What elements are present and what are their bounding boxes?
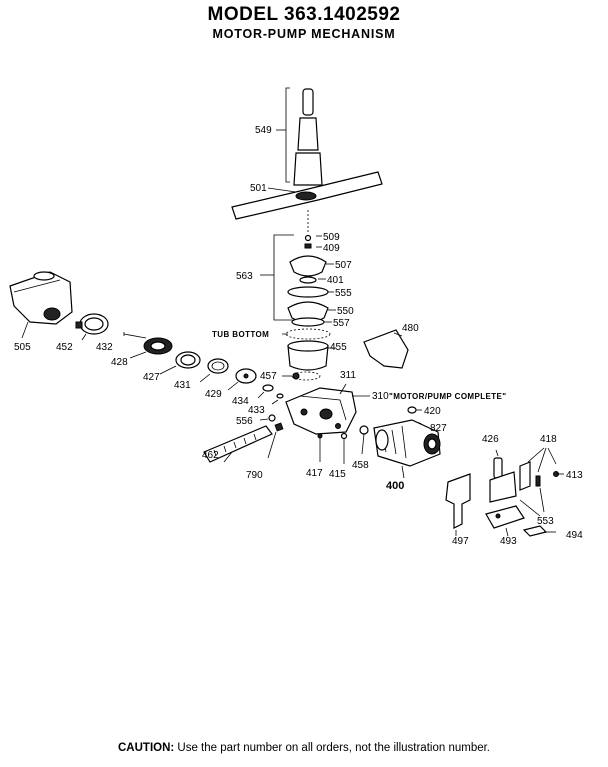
callout-563: 563 bbox=[236, 271, 253, 282]
callout-494: 494 bbox=[566, 530, 583, 541]
callout-310: 310 bbox=[372, 391, 389, 402]
caution-text: Use the part number on all orders, not t… bbox=[174, 742, 490, 754]
callout-417: 417 bbox=[306, 468, 323, 479]
callout-827: 827 bbox=[430, 423, 447, 434]
tub-bottom bbox=[282, 328, 331, 340]
callout-429: 429 bbox=[205, 389, 222, 400]
callout-557: 557 bbox=[333, 318, 350, 329]
callout-556: 556 bbox=[236, 416, 253, 427]
tub-bottom-label: TUB BOTTOM bbox=[212, 330, 269, 339]
callout-413: 413 bbox=[566, 470, 583, 481]
gasket-431 bbox=[199, 358, 229, 383]
callout-549: 549 bbox=[255, 125, 272, 136]
callout-401: 401 bbox=[327, 275, 344, 286]
callout-311: 311 bbox=[340, 370, 356, 381]
callout-501: 501 bbox=[250, 183, 267, 194]
callout-418: 418 bbox=[540, 434, 557, 445]
spray-arm bbox=[231, 171, 383, 232]
pump-body bbox=[285, 383, 370, 435]
callout-452: 452 bbox=[56, 342, 73, 353]
impeller-parts bbox=[123, 332, 173, 359]
model-title: MODEL 363.1402592 bbox=[207, 4, 401, 25]
callout-507: 507 bbox=[335, 260, 352, 271]
callout-457: 457 bbox=[260, 371, 277, 382]
callout-462: 462 bbox=[202, 450, 219, 461]
callout-432: 432 bbox=[96, 342, 113, 353]
right-brackets bbox=[489, 447, 564, 517]
callout-415: 415 bbox=[329, 469, 346, 480]
callout-420: 420 bbox=[424, 406, 441, 417]
callout-400: 400 bbox=[386, 480, 404, 492]
callout-428: 428 bbox=[111, 357, 128, 368]
left-shaft-parts bbox=[203, 414, 284, 463]
callout-493: 493 bbox=[500, 536, 517, 547]
callout-509: 509 bbox=[323, 232, 340, 243]
callout-550: 550 bbox=[337, 306, 354, 317]
callout-431: 431 bbox=[174, 380, 191, 391]
bracket-497 bbox=[445, 473, 471, 536]
pump-housing bbox=[287, 340, 336, 381]
fasteners bbox=[317, 425, 369, 464]
motor bbox=[373, 419, 441, 479]
hose-clamp bbox=[75, 313, 109, 341]
callout-497: 497 bbox=[452, 536, 469, 547]
section-subtitle: MOTOR-PUMP MECHANISM bbox=[212, 27, 396, 41]
callout-553: 553 bbox=[537, 516, 554, 527]
callout-455: 455 bbox=[330, 342, 347, 353]
callout-409: 409 bbox=[323, 243, 340, 254]
callout-433: 433 bbox=[248, 405, 265, 416]
callout-427: 427 bbox=[143, 372, 160, 383]
callout-480: 480 bbox=[402, 323, 419, 334]
seal-ring bbox=[159, 351, 201, 375]
caution-note: CAUTION: Use the part number on all orde… bbox=[0, 742, 608, 754]
callout-505: 505 bbox=[14, 342, 31, 353]
upper-stack bbox=[260, 234, 336, 327]
disk-429 bbox=[227, 368, 257, 391]
callout-426: 426 bbox=[482, 434, 499, 445]
motor-pump-complete-note: "MOTOR/PUMP COMPLETE" bbox=[389, 392, 506, 401]
sump-housing bbox=[9, 271, 73, 339]
callout-434: 434 bbox=[232, 396, 249, 407]
callout-555: 555 bbox=[335, 288, 352, 299]
callout-790: 790 bbox=[246, 470, 263, 481]
caution-label: CAUTION: bbox=[118, 742, 175, 754]
small-parts-434-433 bbox=[257, 372, 300, 405]
callout-458: 458 bbox=[352, 460, 369, 471]
clip-493-494 bbox=[485, 505, 556, 537]
drain-chute bbox=[363, 329, 409, 369]
spray-tube-assembly bbox=[276, 87, 323, 186]
